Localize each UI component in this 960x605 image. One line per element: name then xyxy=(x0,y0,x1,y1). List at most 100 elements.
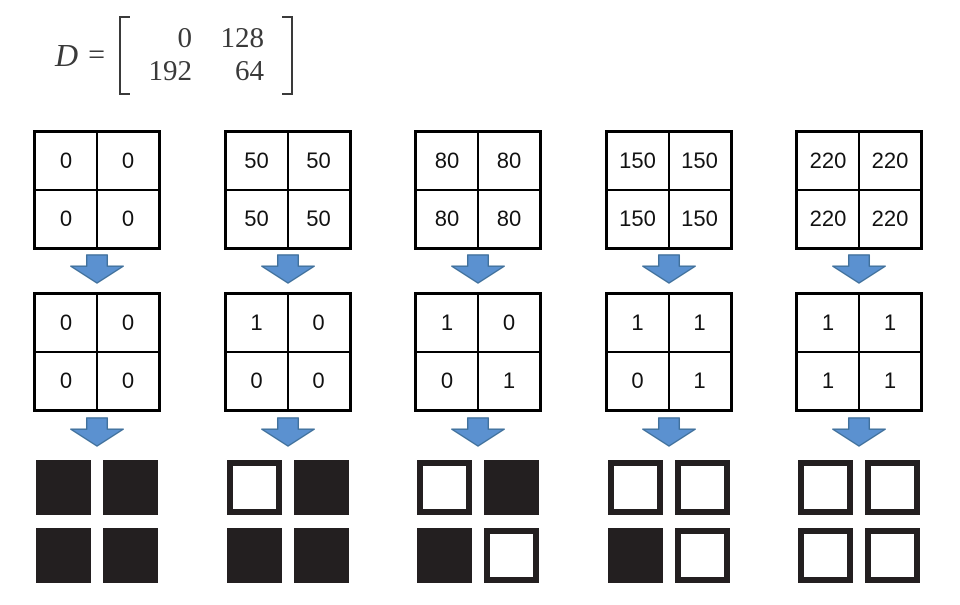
input-value-cell: 220 xyxy=(859,190,921,248)
input-value-cell: 50 xyxy=(225,190,288,248)
threshold-value-cell: 1 xyxy=(859,352,921,410)
threshold-value-cell: 1 xyxy=(416,294,478,352)
threshold-value-cell: 1 xyxy=(859,294,921,352)
down-arrow-icon xyxy=(641,417,696,447)
input-value-cell: 0 xyxy=(35,132,97,190)
threshold-value-cell: 1 xyxy=(225,294,288,352)
output-pixel-pattern xyxy=(36,460,158,583)
input-value-cell: 0 xyxy=(35,190,97,248)
input-value-cell: 80 xyxy=(416,132,478,190)
output-pixel-black xyxy=(36,528,91,583)
input-value-cell: 0 xyxy=(97,132,159,190)
matrix-cell: 64 xyxy=(235,55,265,88)
threshold-value-cell: 0 xyxy=(97,352,159,410)
down-arrow-icon xyxy=(70,417,124,447)
threshold-value-cell: 1 xyxy=(797,294,859,352)
matrix-cell: 128 xyxy=(220,22,265,54)
down-arrow-icon xyxy=(70,254,124,284)
threshold-value-cell: 1 xyxy=(478,352,540,410)
input-value-cell: 220 xyxy=(859,132,921,190)
threshold-value-cell: 1 xyxy=(668,294,731,352)
threshold-value-cell: 1 xyxy=(668,352,731,410)
output-pixel-pattern xyxy=(798,460,920,583)
output-pixel-black xyxy=(36,460,91,515)
matrix-left-bracket xyxy=(119,16,131,95)
input-value-cell: 80 xyxy=(416,190,478,248)
matrix-right-bracket xyxy=(282,16,294,95)
input-value-cell: 220 xyxy=(797,132,859,190)
equals-sign: = xyxy=(88,38,106,72)
matrix-cell: 0 xyxy=(177,22,193,54)
threshold-value-cell: 0 xyxy=(35,352,97,410)
output-pixel-black xyxy=(293,460,349,515)
output-pixel-pattern xyxy=(607,460,730,583)
threshold-value-cell: 0 xyxy=(416,352,478,410)
input-value-cell: 80 xyxy=(478,190,540,248)
output-pixel-black xyxy=(484,460,539,515)
output-pixel-white xyxy=(865,528,920,583)
input-value-cell: 50 xyxy=(225,132,288,190)
threshold-value-cell: 0 xyxy=(287,352,350,410)
input-value-cell: 150 xyxy=(668,190,731,248)
output-pixel-black xyxy=(226,528,282,583)
matrix-values: 0 128 192 64 xyxy=(130,16,282,95)
output-pixel-white xyxy=(484,528,539,583)
down-arrow-icon xyxy=(260,254,315,284)
output-pixel-white xyxy=(798,460,853,515)
threshold-value-cell: 0 xyxy=(287,294,350,352)
down-arrow-icon xyxy=(832,417,886,447)
input-value-cell: 150 xyxy=(606,190,669,248)
output-pixel-black xyxy=(417,528,472,583)
output-pixel-black xyxy=(293,528,349,583)
matrix-symbol: D xyxy=(55,36,79,73)
input-value-cell: 50 xyxy=(287,190,350,248)
input-value-cell: 0 xyxy=(97,190,159,248)
output-pixel-white xyxy=(607,460,663,515)
down-arrow-icon xyxy=(451,254,505,284)
output-pixel-white xyxy=(226,460,282,515)
output-pixel-pattern xyxy=(226,460,349,583)
input-value-cell: 150 xyxy=(668,132,731,190)
output-pixel-white xyxy=(417,460,472,515)
down-arrow-icon xyxy=(260,417,315,447)
input-value-cell: 80 xyxy=(478,132,540,190)
output-pixel-black xyxy=(103,528,158,583)
output-pixel-black xyxy=(607,528,663,583)
threshold-value-cell: 0 xyxy=(225,352,288,410)
output-pixel-pattern xyxy=(417,460,539,583)
threshold-value-cell: 0 xyxy=(97,294,159,352)
input-value-cell: 220 xyxy=(797,190,859,248)
matrix-cell: 192 xyxy=(148,55,193,88)
threshold-value-cell: 1 xyxy=(606,294,669,352)
threshold-value-cell: 0 xyxy=(606,352,669,410)
input-value-cell: 50 xyxy=(287,132,350,190)
output-pixel-white xyxy=(674,460,730,515)
output-pixel-white xyxy=(865,460,920,515)
dither-matrix-equation: D = 0 128 192 64 xyxy=(55,16,294,95)
output-pixel-white xyxy=(798,528,853,583)
threshold-value-cell: 1 xyxy=(797,352,859,410)
threshold-value-cell: 0 xyxy=(478,294,540,352)
input-value-cell: 150 xyxy=(606,132,669,190)
down-arrow-icon xyxy=(451,417,505,447)
down-arrow-icon xyxy=(641,254,696,284)
output-pixel-white xyxy=(674,528,730,583)
output-pixel-black xyxy=(103,460,158,515)
threshold-value-cell: 0 xyxy=(35,294,97,352)
